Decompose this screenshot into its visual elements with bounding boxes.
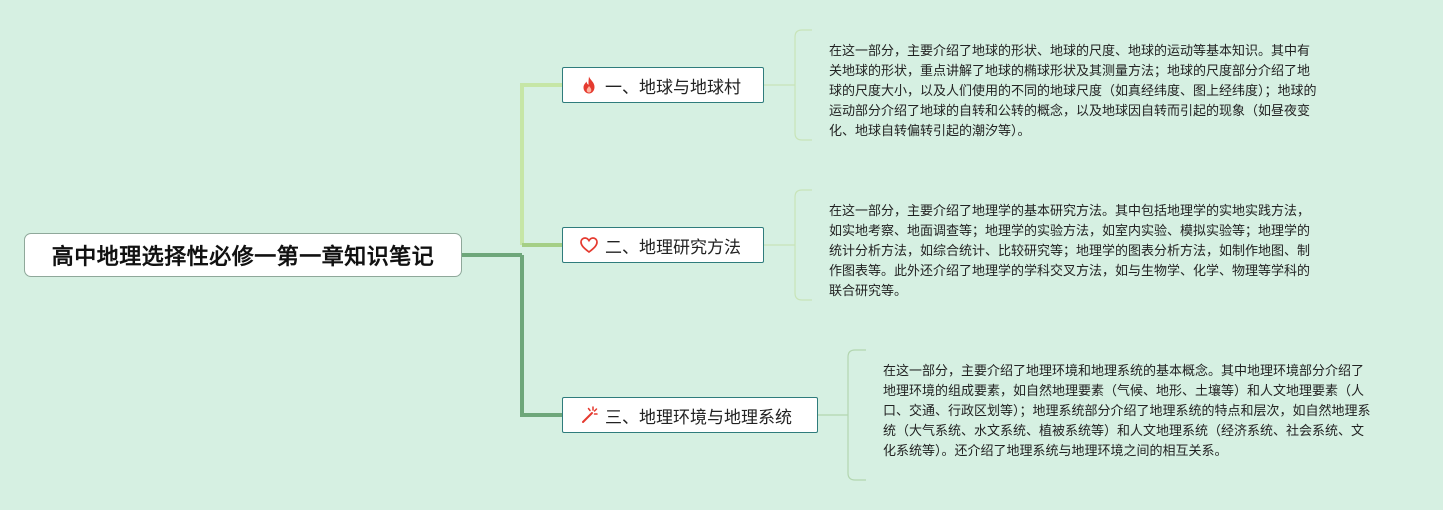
magic-wand-icon — [579, 405, 599, 425]
branch-topic-1[interactable]: 一、地球与地球村 — [562, 67, 764, 103]
branch-connector-1 — [520, 83, 562, 245]
branch-label-1: 一、地球与地球村 — [605, 77, 741, 98]
root-topic[interactable]: 高中地理选择性必修一第一章知识笔记 — [24, 233, 462, 277]
branch-label-3: 三、地理环境与地理系统 — [605, 407, 792, 428]
note-text-3: 在这一部分，主要介绍了地理环境和地理系统的基本概念。其中地理环境部分介绍了地理环… — [883, 364, 1371, 459]
root-title: 高中地理选择性必修一第一章知识笔记 — [51, 245, 435, 270]
branch-connector-3 — [520, 255, 562, 417]
branch-label-2: 二、地理研究方法 — [605, 237, 741, 258]
note-text-1: 在这一部分，主要介绍了地球的形状、地球的尺度、地球的运动等基本知识。其中有关地球… — [829, 44, 1317, 139]
fire-icon — [579, 75, 599, 95]
note-text-2: 在这一部分，主要介绍了地理学的基本研究方法。其中包括地理学的实地实践方法，如实地… — [829, 204, 1311, 299]
heart-outline-icon — [579, 235, 599, 255]
note-bracket-3 — [847, 349, 866, 481]
note-bracket-1 — [794, 29, 812, 141]
branch-topic-3[interactable]: 三、地理环境与地理系统 — [562, 397, 818, 433]
branch-topic-2[interactable]: 二、地理研究方法 — [562, 227, 764, 263]
note-bracket-2 — [794, 189, 812, 301]
